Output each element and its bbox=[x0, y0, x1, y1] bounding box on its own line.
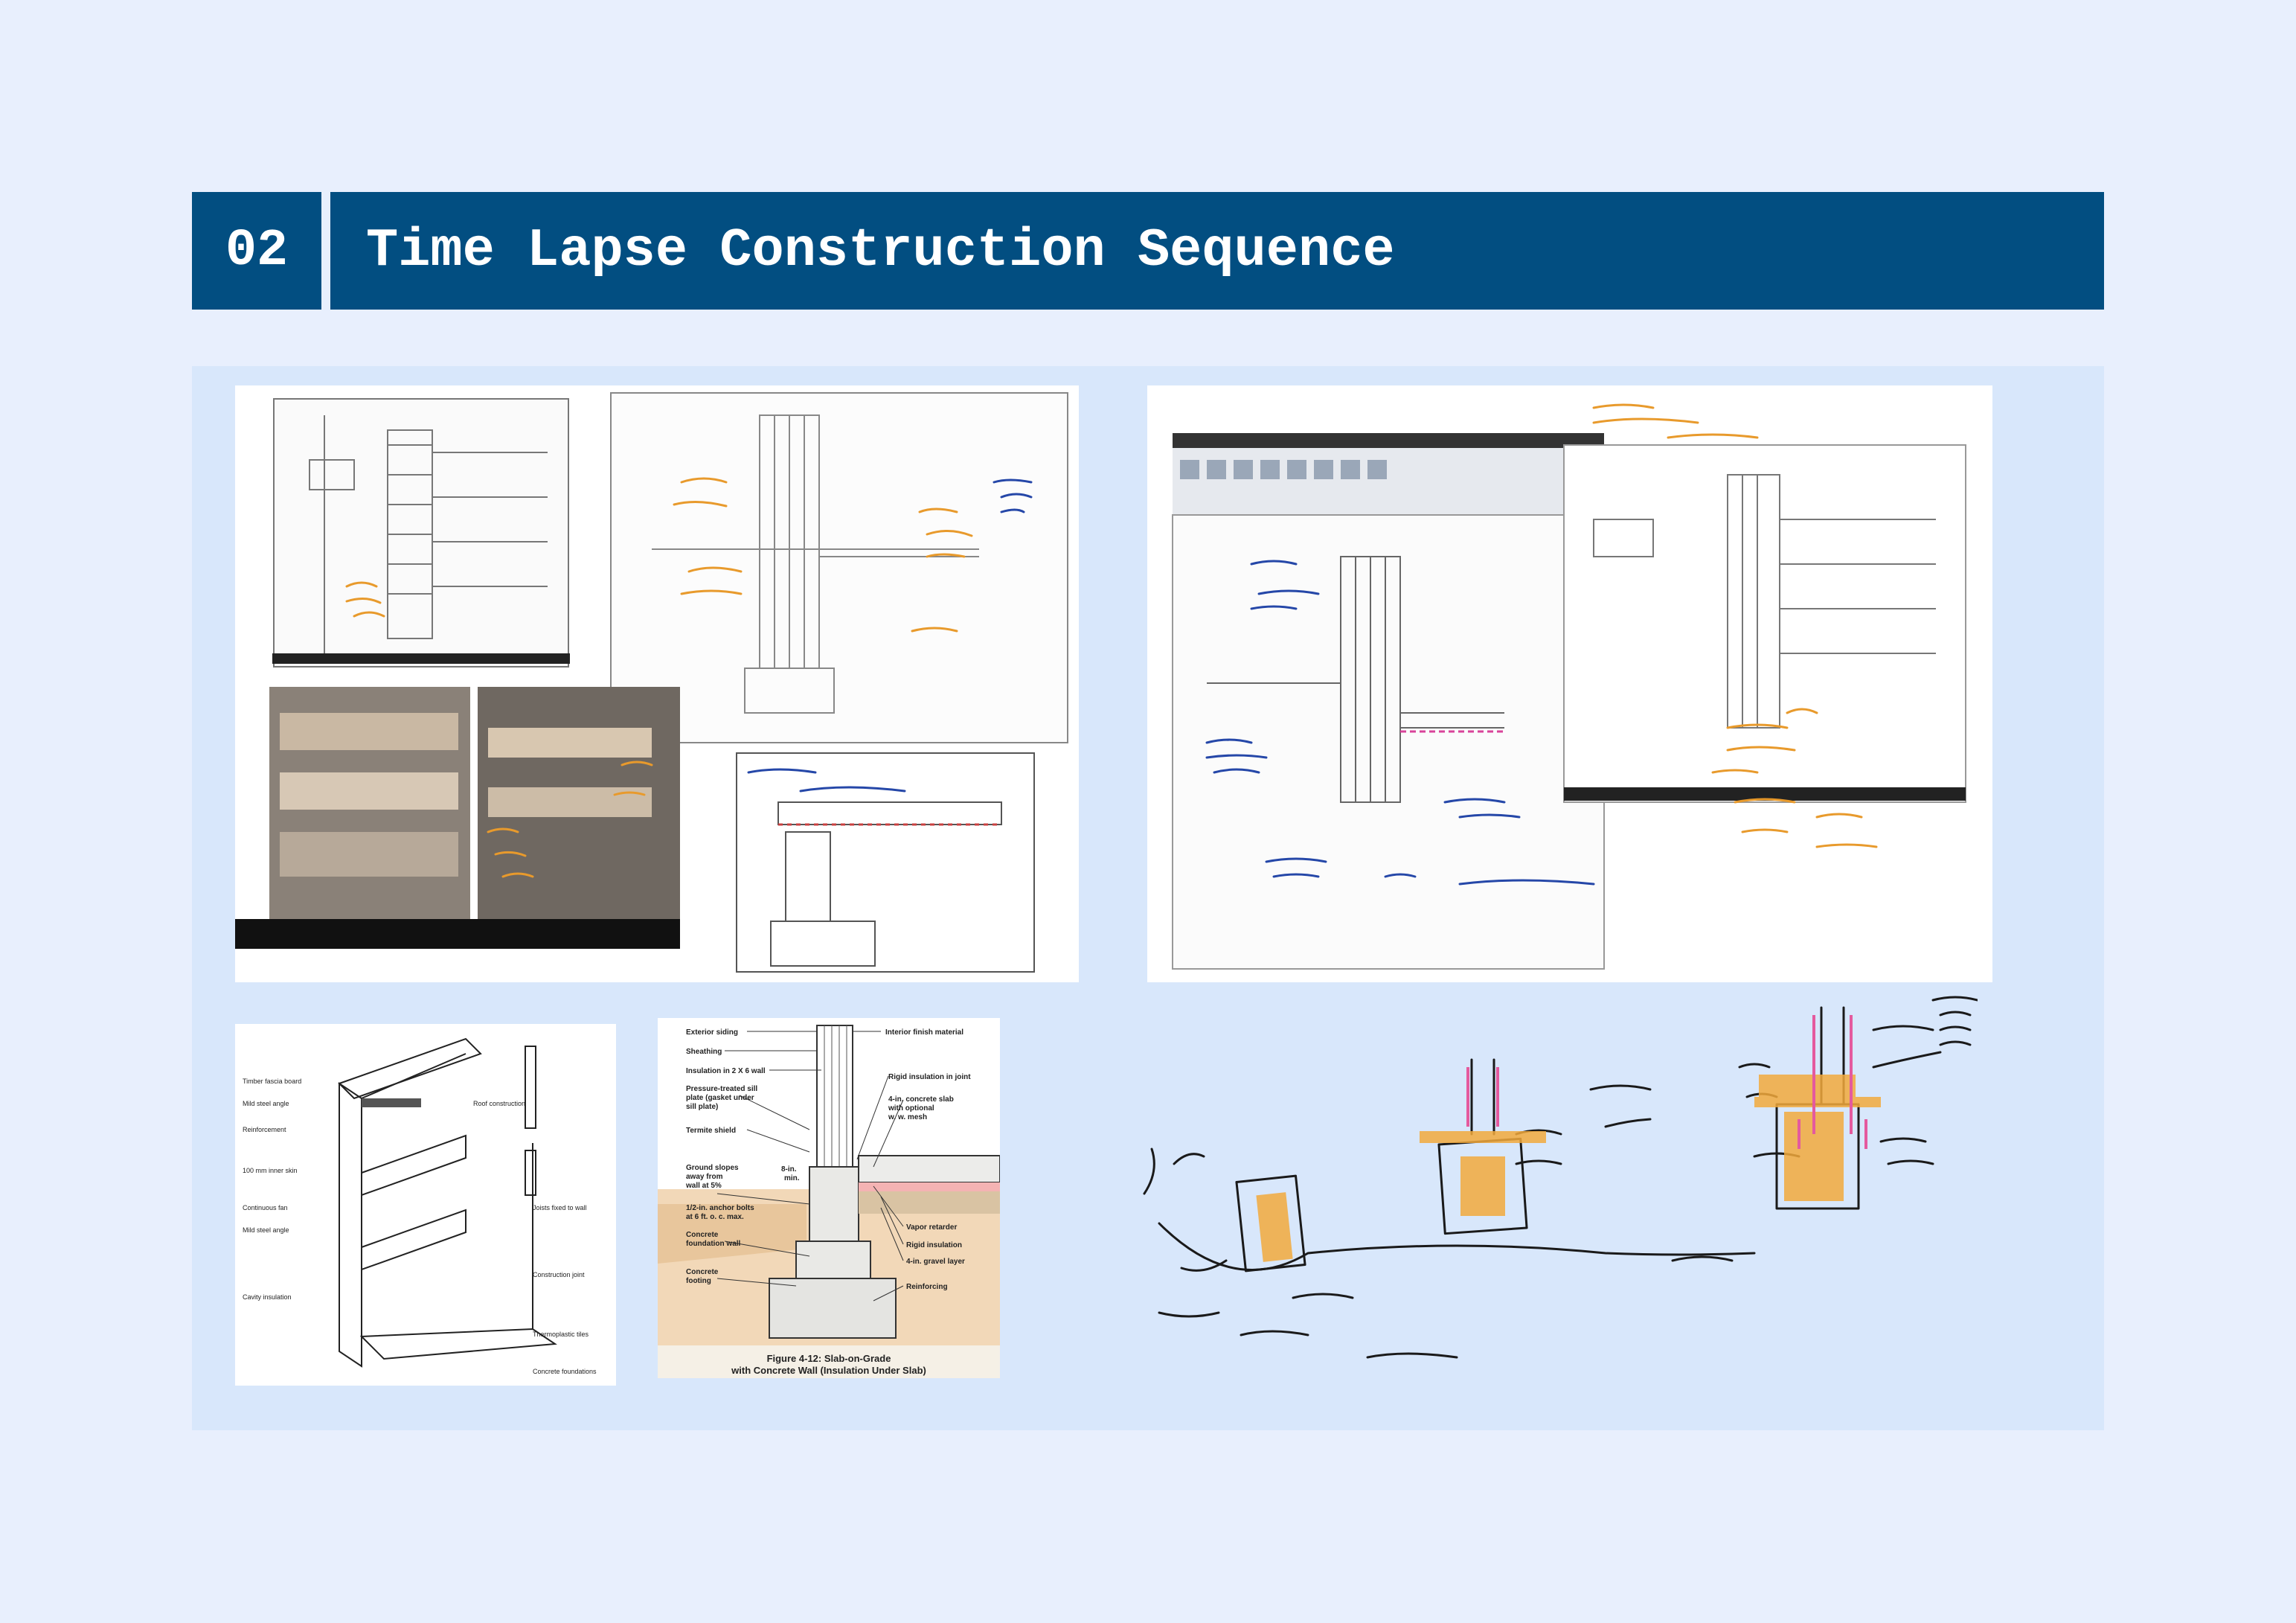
screenshot-drawing bbox=[1147, 385, 1992, 982]
section-title: Time Lapse Construction Sequence bbox=[330, 192, 2104, 310]
svg-text:Concrete foundations: Concrete foundations bbox=[533, 1368, 597, 1375]
image-gallery-panel: Timber fascia board Mild steel angle Rei… bbox=[192, 366, 2104, 1430]
label-ground-slopes-3: wall at 5% bbox=[685, 1182, 722, 1190]
hand-sketch-sequence bbox=[1129, 985, 1979, 1417]
label-foundation-wall-1: Concrete bbox=[686, 1231, 719, 1239]
label-interior-finish: Interior finish material bbox=[885, 1028, 963, 1037]
isometric-wall-drawing: Timber fascia board Mild steel angle Rei… bbox=[235, 1024, 616, 1386]
figure-caption-line2: with Concrete Wall (Insulation Under Sla… bbox=[731, 1365, 926, 1376]
svg-text:Mild steel angle: Mild steel angle bbox=[243, 1226, 289, 1234]
annotated-screenshot-sketch bbox=[1147, 385, 1992, 982]
figure-caption-line1: Figure 4-12: Slab-on-Grade bbox=[767, 1353, 891, 1364]
label-anchor-bolts-2: at 6 ft. o. c. max. bbox=[686, 1213, 744, 1221]
label-gravel-layer: 4-in. gravel layer bbox=[906, 1258, 965, 1266]
slab-on-grade-figure: Exterior siding Sheathing Insulation in … bbox=[658, 1018, 1000, 1378]
section-number: 02 bbox=[192, 192, 321, 310]
isometric-drawing: Timber fascia board Mild steel angle Rei… bbox=[235, 1024, 616, 1386]
svg-text:Cavity insulation: Cavity insulation bbox=[243, 1293, 292, 1301]
annotated-wall-section-collage bbox=[235, 385, 1079, 982]
label-rigid-insulation: Rigid insulation bbox=[906, 1241, 962, 1249]
svg-text:Reinforcement: Reinforcement bbox=[243, 1126, 286, 1133]
label-concrete-slab-1: 4-in. concrete slab bbox=[888, 1095, 954, 1104]
slab-figure-drawing: Exterior siding Sheathing Insulation in … bbox=[658, 1018, 1000, 1378]
label-reinforcing: Reinforcing bbox=[906, 1283, 948, 1291]
label-insulation-wall: Insulation in 2 X 6 wall bbox=[686, 1067, 766, 1075]
label-exterior-siding: Exterior siding bbox=[686, 1028, 738, 1037]
label-ground-slopes-2: away from bbox=[686, 1173, 723, 1181]
label-sill-plate-1: Pressure-treated sill bbox=[686, 1085, 757, 1093]
label-footing-1: Concrete bbox=[686, 1268, 719, 1276]
label-concrete-slab-2: with optional bbox=[888, 1104, 934, 1113]
label-sill-plate-3: sill plate) bbox=[686, 1103, 718, 1111]
label-termite-shield: Termite shield bbox=[686, 1127, 736, 1135]
label-dimension-2: min. bbox=[784, 1174, 800, 1182]
label-sill-plate-2: plate (gasket under bbox=[686, 1094, 754, 1102]
label-vapor-retarder: Vapor retarder bbox=[906, 1223, 957, 1232]
svg-text:Mild steel angle: Mild steel angle bbox=[243, 1100, 289, 1107]
label-footing-2: footing bbox=[686, 1277, 711, 1285]
svg-text:Roof construction: Roof construction bbox=[473, 1100, 525, 1107]
label-ground-slopes-1: Ground slopes bbox=[686, 1164, 739, 1172]
svg-text:Timber fascia board: Timber fascia board bbox=[243, 1078, 301, 1085]
label-dimension-1: 8-in. bbox=[781, 1165, 797, 1174]
collage-drawing bbox=[235, 385, 1079, 982]
label-sheathing: Sheathing bbox=[686, 1048, 722, 1056]
sketch-drawing bbox=[1143, 996, 1979, 1359]
label-anchor-bolts-1: 1/2-in. anchor bolts bbox=[686, 1204, 754, 1212]
svg-text:Joists fixed to wall: Joists fixed to wall bbox=[533, 1204, 587, 1211]
label-foundation-wall-2: foundation wall bbox=[686, 1240, 741, 1248]
label-concrete-slab-3: w. w. mesh bbox=[888, 1113, 927, 1121]
svg-text:100 mm inner skin: 100 mm inner skin bbox=[243, 1167, 298, 1174]
label-rigid-joint: Rigid insulation in joint bbox=[888, 1073, 971, 1081]
svg-text:Continuous fan: Continuous fan bbox=[243, 1204, 288, 1211]
svg-text:Construction joint: Construction joint bbox=[533, 1271, 585, 1278]
svg-text:Thermoplastic tiles: Thermoplastic tiles bbox=[533, 1331, 589, 1338]
